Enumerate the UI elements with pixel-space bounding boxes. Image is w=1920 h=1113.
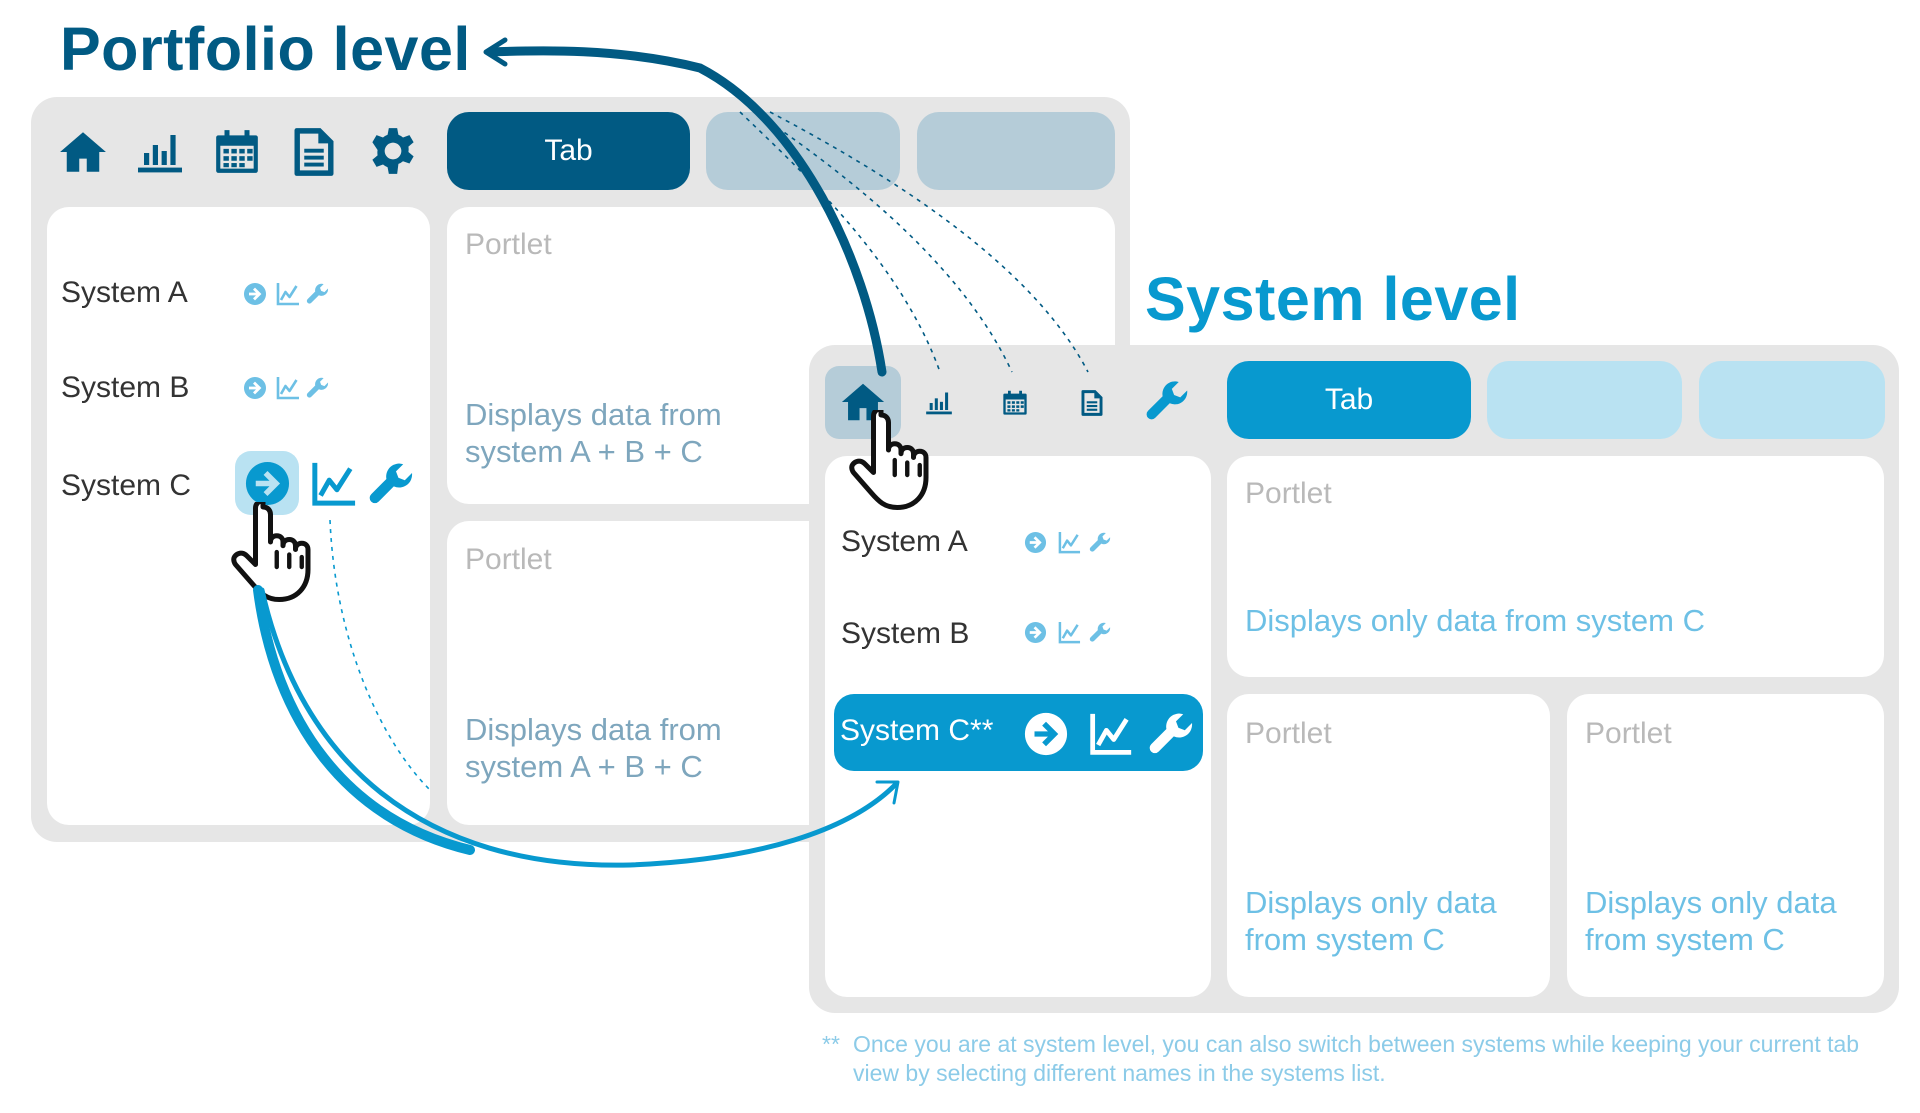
portlet-description: Displays only data from system C [1245,603,1705,638]
portlet-description: Displays only data from system C [1585,885,1837,957]
dotted-leader [329,519,431,791]
system-portlet-3 [1567,694,1884,997]
system-tab-2[interactable] [1487,361,1682,439]
portfolio-tab-3[interactable] [917,112,1115,190]
portlet-label: Portlet [1245,717,1332,750]
system-c-selected-row[interactable] [834,694,1203,771]
system-c-label[interactable]: System C [61,469,192,502]
system-c-arrow [259,587,898,868]
system-b-label[interactable]: System B [841,617,970,650]
system-portlet-1 [1227,456,1884,677]
dotted-leader [739,111,941,373]
portlet-label: Portlet [465,543,552,576]
system-tab-3[interactable] [1699,361,1885,439]
portfolio-tab-active[interactable]: Tab [447,112,690,190]
system-portlet-2 [1227,694,1550,997]
portlet-description: Displays data from system A + B + C [465,397,722,469]
portfolio-systems-panel [47,207,430,825]
system-c-arrow-body [253,585,475,855]
portlet-label: Portlet [1585,717,1672,750]
portlet-description: Displays data from system A + B + C [465,712,722,784]
portlet-label: Portlet [1245,477,1332,510]
home-to-portfolio-arrow [485,46,887,377]
system-level-title: System level [1145,265,1521,333]
system-tab-active[interactable]: Tab [1227,361,1471,439]
portlet-label: Portlet [465,228,552,261]
portfolio-tab-2[interactable] [706,112,900,190]
system-b-label[interactable]: System B [61,371,190,404]
system-a-label[interactable]: System A [61,276,188,309]
portlet-description: Displays only data from system C [1245,885,1497,957]
system-c-label[interactable]: System C** [840,714,994,747]
footnote-text: Once you are at system level, you can al… [853,1031,1860,1086]
footnote: ** Once you are at system level, you can… [822,1030,1882,1088]
portfolio-level-title: Portfolio level [60,15,471,83]
system-a-label[interactable]: System A [841,525,968,558]
footnote-marker: ** [822,1031,840,1057]
dotted-leader [769,111,1089,373]
